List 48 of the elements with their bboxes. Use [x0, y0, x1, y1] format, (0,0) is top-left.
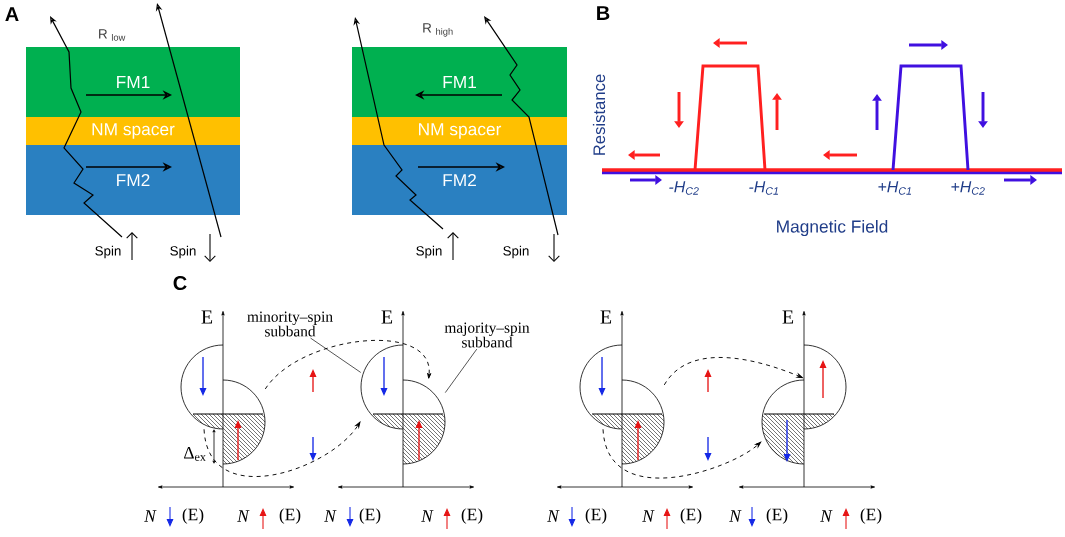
spin-label: Spin — [95, 245, 121, 259]
tunneling-arrow — [663, 357, 803, 386]
leader-line — [310, 337, 362, 373]
density-label: (E) — [279, 508, 301, 524]
layer-band: NM spacer — [352, 117, 567, 145]
exchange-splitting-label: Δ$_{ex}$ — [184, 447, 206, 461]
density-label: (E) — [680, 508, 702, 524]
axis-label: Resistance — [592, 74, 606, 155]
density-label: N — [642, 510, 655, 522]
tunneling-arrow — [203, 421, 361, 477]
energy-label: E — [381, 310, 393, 324]
panel-letter: C — [173, 275, 187, 291]
energy-label: E — [782, 310, 794, 324]
spin-label: Spin — [170, 245, 196, 259]
energy-label: E — [201, 310, 213, 324]
density-label: (E) — [359, 508, 381, 524]
panel-letter: B — [597, 6, 610, 20]
tunneling-arrow — [602, 428, 762, 479]
layer-band: NM spacer — [26, 117, 240, 145]
density-label: N — [547, 510, 560, 522]
tunneling-arrow — [264, 339, 432, 390]
density-label: (E) — [461, 508, 483, 524]
layer-band: FM1 — [352, 47, 567, 117]
density-label: N — [729, 510, 742, 522]
density-label: (E) — [585, 508, 607, 524]
layer-band: FM1 — [26, 47, 240, 117]
axis-label: Magnetic Field — [777, 219, 888, 237]
layer-band: FM2 — [26, 145, 240, 215]
density-label: (E) — [182, 508, 204, 524]
energy-label: E — [600, 310, 612, 324]
leader-line — [444, 348, 478, 393]
layer-band: FM2 — [352, 145, 567, 215]
spin-label: Spin — [416, 245, 442, 259]
density-label: N — [421, 510, 434, 522]
tick-label: +H$_{C1}$ — [878, 181, 912, 195]
tick-label: -H$_{C2}$ — [669, 181, 699, 195]
tick-label: +H$_{C2}$ — [951, 181, 985, 195]
density-label: (E) — [766, 508, 788, 524]
tick-label: -H$_{C1}$ — [749, 181, 779, 195]
subband-label: majority–spin subband — [444, 322, 530, 348]
density-label: (E) — [860, 508, 882, 524]
panel-letter: A — [5, 7, 19, 21]
density-label: N — [144, 510, 157, 522]
density-label: N — [324, 510, 337, 522]
spin-label: Spin — [503, 245, 529, 259]
subband-label: minority–spin subband — [247, 311, 333, 337]
density-label: N — [820, 510, 833, 522]
density-label: N — [237, 510, 250, 522]
